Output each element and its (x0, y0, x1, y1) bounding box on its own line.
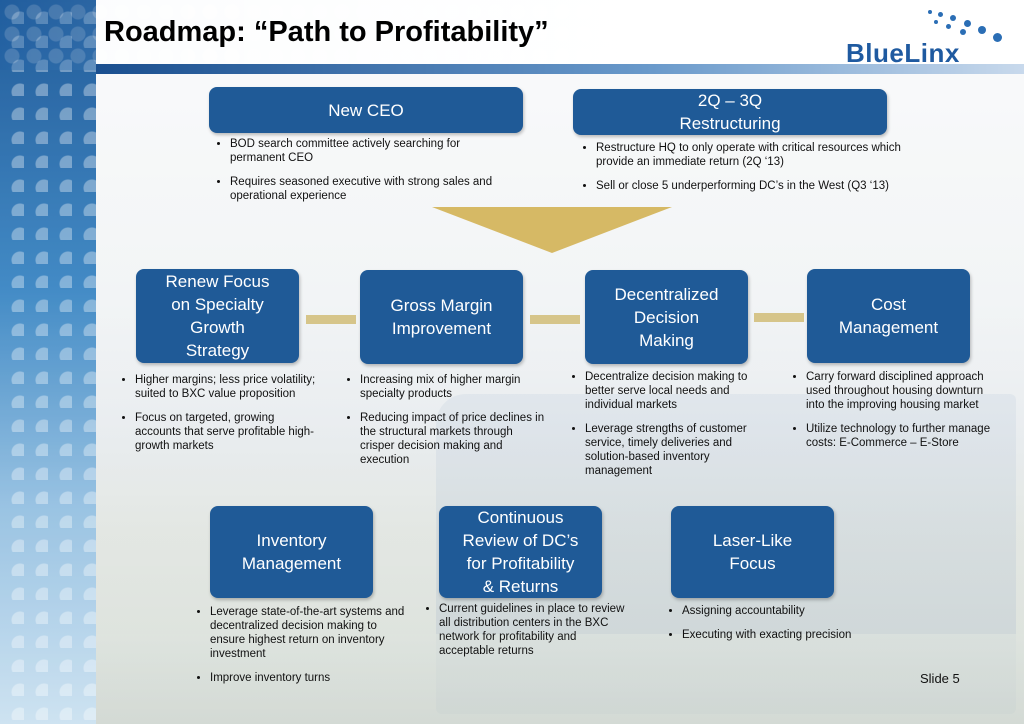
continuous-review-bullets: Current guidelines in place to review al… (425, 602, 625, 668)
funnel-arrow (432, 207, 672, 253)
connector (754, 313, 804, 322)
logo-text: BlueLinx (846, 38, 960, 68)
box-cost-management: Cost Management (807, 269, 970, 363)
box-continuous-review: Continuous Review of DC’s for Profitabil… (439, 506, 602, 598)
connector (530, 315, 580, 324)
list-item: Reducing impact of price declines in the… (360, 411, 546, 467)
box-label: Cost (871, 295, 906, 314)
slide-number: Slide 5 (920, 671, 960, 686)
box-restructuring: 2Q – 3Q Restructuring (573, 89, 887, 135)
list-item: BOD search committee actively searching … (230, 137, 506, 165)
list-item: Assigning accountability (682, 604, 868, 618)
list-item: Requires seasoned executive with strong … (230, 175, 506, 203)
box-label: 2Q – 3Q (697, 91, 763, 110)
restructuring-bullets: Restructure HQ to only operate with crit… (582, 141, 912, 203)
box-label: on Specialty (171, 295, 264, 314)
list-item: Current guidelines in place to review al… (439, 602, 625, 658)
slide-title: Roadmap: “Path to Profitability” (104, 16, 549, 48)
photo-fade-overlay (96, 74, 1024, 724)
renew-focus-bullets: Higher margins; less price volatility; s… (121, 373, 321, 463)
list-item: Higher margins; less price volatility; s… (135, 373, 321, 401)
background-photo-truck (96, 74, 1024, 724)
list-item: Leverage state-of-the-art systems and de… (210, 605, 406, 661)
list-item: Increasing mix of higher margin specialt… (360, 373, 546, 401)
box-label: Review of DC’s (462, 531, 579, 550)
title-band (96, 0, 1024, 64)
list-item: Focus on targeted, growing accounts that… (135, 411, 321, 453)
laser-focus-bullets: Assigning accountability Executing with … (668, 604, 868, 652)
connector (306, 315, 356, 324)
list-item: Utilize technology to further manage cos… (806, 422, 1002, 450)
box-label: Management (241, 554, 342, 573)
box-label: Decentralized (614, 284, 719, 304)
list-item: Carry forward disciplined approach used … (806, 370, 1002, 412)
inventory-bullets: Leverage state-of-the-art systems and de… (196, 605, 406, 695)
box-gross-margin: Gross Margin Improvement (360, 270, 523, 364)
cost-management-bullets: Carry forward disciplined approach used … (792, 370, 1002, 460)
box-label: Laser-Like (712, 531, 793, 550)
box-label: Growth (190, 318, 245, 337)
list-item: Improve inventory turns (210, 671, 406, 685)
list-item: Restructure HQ to only operate with crit… (596, 141, 912, 169)
list-item: Decentralize decision making to better s… (585, 370, 771, 412)
box-new-ceo: New CEO (209, 87, 523, 133)
box-laser-like-focus: Laser-Like Focus (671, 506, 834, 598)
box-label: Renew Focus (165, 272, 270, 291)
box-label: for Profitability (466, 554, 575, 573)
box-label: Improvement (391, 319, 492, 338)
box-label: Decision (633, 307, 700, 327)
box-label: Focus (729, 554, 776, 573)
box-label: Gross Margin (390, 296, 493, 315)
list-item: Leverage strengths of customer service, … (585, 422, 771, 478)
box-label: Strategy (185, 341, 250, 360)
box-renew-focus: Renew Focus on Specialty Growth Strategy (136, 269, 299, 363)
box-decentralized: Decentralized Decision Making (585, 270, 748, 364)
box-label: New CEO (328, 100, 404, 120)
bluelinx-logo: BlueLinx (838, 4, 1018, 68)
gross-margin-bullets: Increasing mix of higher margin specialt… (346, 373, 546, 477)
box-label: Continuous (477, 508, 564, 527)
decentralized-bullets: Decentralize decision making to better s… (571, 370, 771, 488)
box-label: Restructuring (679, 114, 781, 133)
logo-dots-icon (918, 4, 1018, 44)
decorative-left-strip (0, 0, 96, 724)
box-label: Inventory (256, 531, 327, 550)
title-rule (96, 64, 1024, 74)
new-ceo-bullets: BOD search committee actively searching … (216, 137, 506, 213)
box-inventory: Inventory Management (210, 506, 373, 598)
list-item: Executing with exacting precision (682, 628, 868, 642)
list-item: Sell or close 5 underperforming DC’s in … (596, 179, 912, 193)
box-label: Making (639, 330, 694, 350)
box-label: Management (838, 318, 939, 337)
box-label: & Returns (482, 577, 559, 596)
